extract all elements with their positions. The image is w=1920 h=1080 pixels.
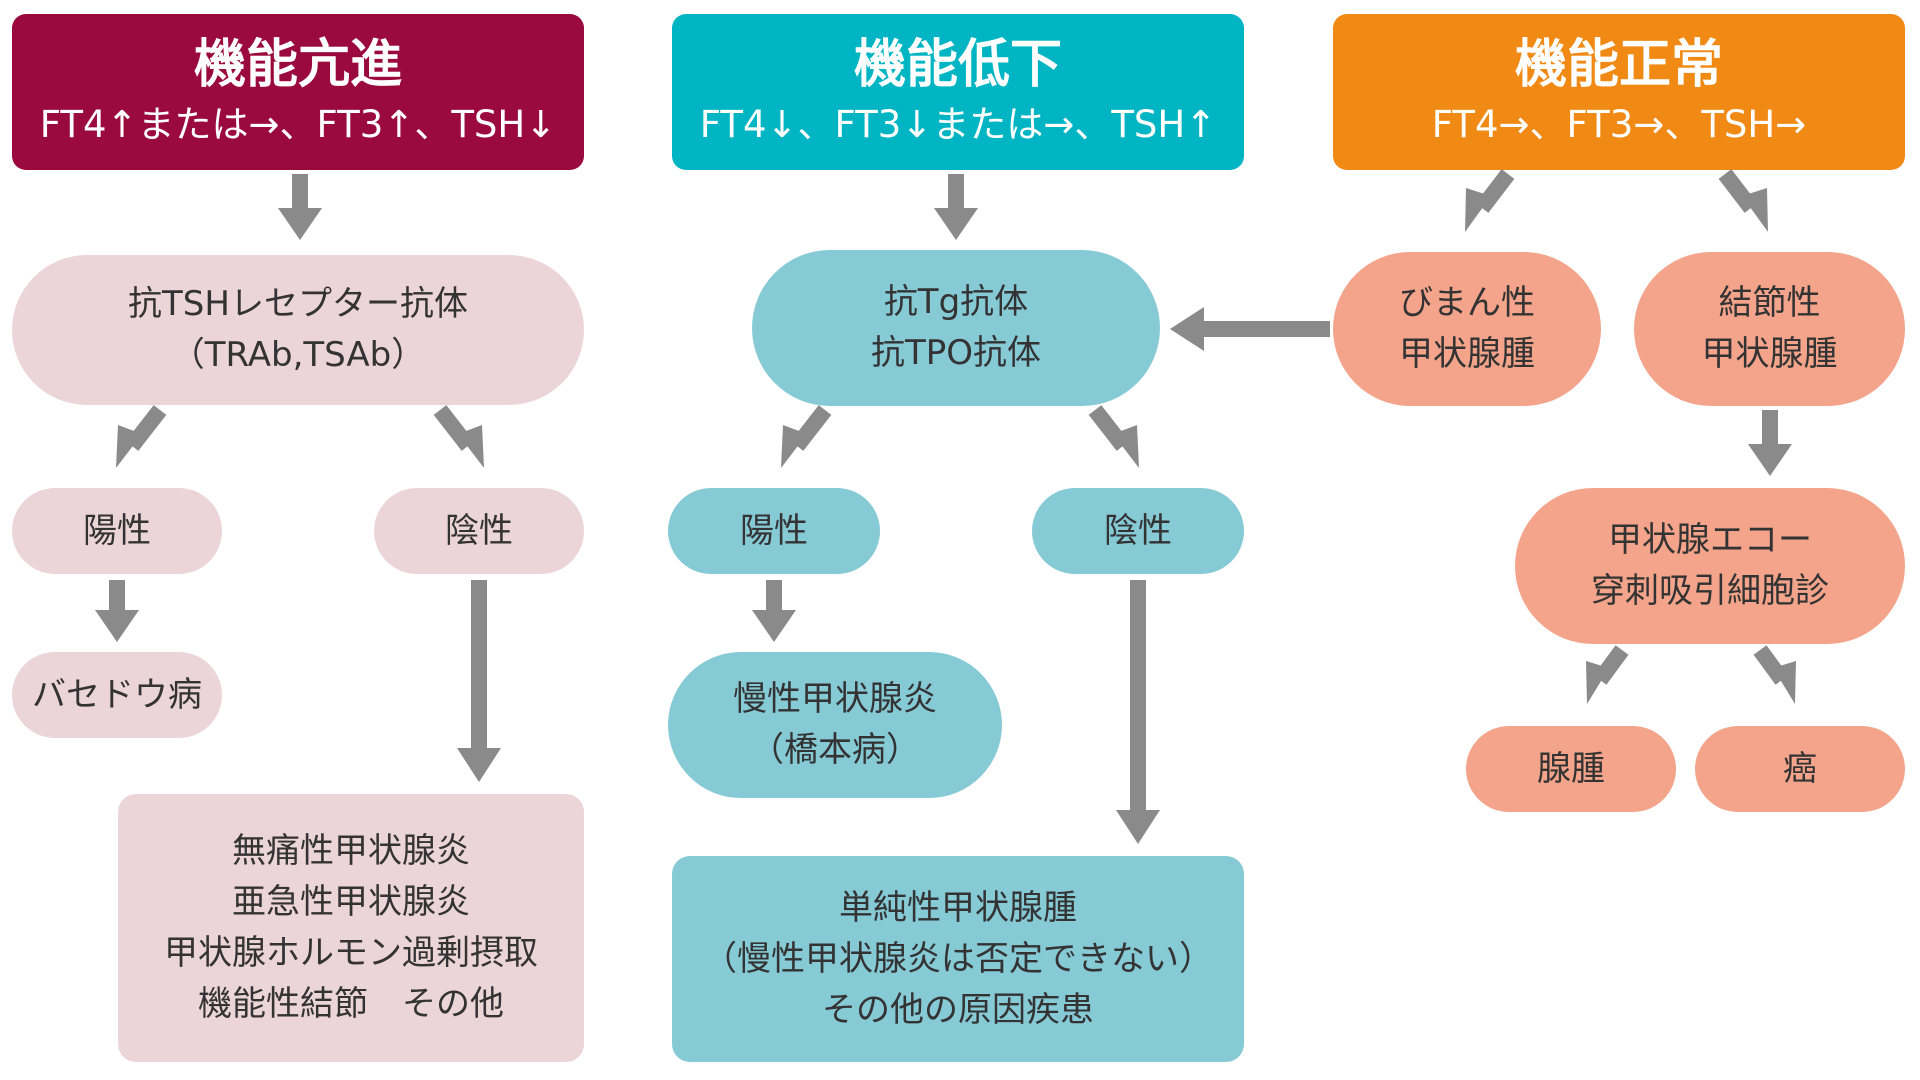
hyper-negative-causes-box: 無痛性甲状腺炎 亜急性甲状腺炎 甲状腺ホルモン過剰摂取 機能性結節 その他 [118, 794, 584, 1062]
graves-disease-node: バセドウ病 [12, 652, 222, 738]
tg-tpo-antibody-node: 抗Tg抗体 抗TPO抗体 [752, 250, 1160, 406]
arrow-down [752, 580, 796, 642]
node-line: 無痛性甲状腺炎 [232, 831, 470, 871]
hypo-positive-node: 陽性 [668, 488, 880, 574]
hyperfunction-criteria: FT4↑または→、FT3↑、TSH↓ [39, 102, 557, 146]
node-label: 陽性 [83, 510, 151, 551]
node-line: 慢性甲状腺炎 [733, 679, 937, 719]
hypofunction-header: 機能低下 FT4↓、FT3↓または→、TSH↑ [672, 14, 1244, 170]
node-label: 陰性 [445, 510, 513, 551]
arrow-down [278, 174, 322, 240]
node-line: 穿刺吸引細胞診 [1591, 571, 1829, 611]
node-line: 抗TPO抗体 [870, 333, 1042, 373]
node-line: 抗TSHレセプター抗体 [128, 284, 468, 324]
arrow-down [457, 580, 501, 782]
node-line: 甲状腺エコー [1608, 520, 1812, 560]
node-line: 抗Tg抗体 [883, 282, 1029, 322]
arrow-left [1170, 307, 1330, 351]
ultrasound-cytology-node: 甲状腺エコー 穿刺吸引細胞診 [1515, 488, 1905, 644]
hyperfunction-title: 機能亢進 [193, 34, 402, 95]
arrow-head [1113, 425, 1139, 468]
cancer-node: 癌 [1695, 726, 1905, 812]
hyper-negative-node: 陰性 [374, 488, 584, 574]
node-label: 腺腫 [1537, 748, 1605, 789]
arrow-down [95, 580, 139, 642]
node-line: 単純性甲状腺腫 [839, 887, 1077, 928]
node-line: 結節性 [1718, 283, 1821, 323]
arrow-head [116, 425, 142, 468]
node-line: 機能性結節 その他 [198, 984, 504, 1024]
adenoma-node: 腺腫 [1466, 726, 1676, 812]
hypo-negative-causes-box: 単純性甲状腺腫 （慢性甲状腺炎は否定できない） その他の原因疾患 [672, 856, 1244, 1062]
arrow-head [1465, 188, 1491, 232]
normal-function-title: 機能正常 [1514, 34, 1723, 95]
arrow-down [1116, 580, 1160, 844]
arrow-head [1742, 188, 1768, 232]
hyperfunction-header: 機能亢進 FT4↑または→、FT3↑、TSH↓ [12, 14, 584, 170]
hypofunction-criteria: FT4↓、FT3↓または→、TSH↑ [699, 102, 1217, 146]
node-line: （TRAb,TSAb） [170, 335, 426, 375]
arrow-head [458, 425, 484, 468]
node-line: （慢性甲状腺炎は否定できない） [703, 938, 1213, 979]
arrow-head [1586, 661, 1609, 704]
hashimoto-node: 慢性甲状腺炎 （橋本病） [668, 652, 1002, 798]
hypofunction-title: 機能低下 [853, 34, 1062, 95]
normal-function-header: 機能正常 FT4→、FT3→、TSH→ [1333, 14, 1905, 170]
arrow-head [1773, 661, 1796, 704]
hypo-negative-node: 陰性 [1032, 488, 1244, 574]
arrow-head [781, 425, 807, 468]
tsh-receptor-antibody-node: 抗TSHレセプター抗体 （TRAb,TSAb） [12, 255, 584, 405]
normal-function-criteria: FT4→、FT3→、TSH→ [1431, 102, 1807, 146]
node-line: びまん性 [1399, 283, 1535, 323]
node-label: 陽性 [740, 510, 808, 551]
node-line: 亜急性甲状腺炎 [232, 882, 470, 922]
node-line: （橋本病） [750, 730, 920, 770]
node-label: 陰性 [1104, 510, 1172, 551]
arrow-down [1748, 410, 1792, 476]
nodular-goiter-node: 結節性 甲状腺腫 [1634, 252, 1905, 406]
node-line: その他の原因疾患 [822, 989, 1094, 1030]
arrow-down [934, 174, 978, 240]
node-label: 癌 [1783, 748, 1817, 789]
diffuse-goiter-node: びまん性 甲状腺腫 [1333, 252, 1601, 406]
node-line: 甲状腺腫 [1701, 334, 1838, 374]
node-line: 甲状腺ホルモン過剰摂取 [164, 933, 538, 973]
node-line: 甲状腺腫 [1399, 334, 1535, 374]
node-label: バセドウ病 [32, 674, 202, 715]
hyper-positive-node: 陽性 [12, 488, 222, 574]
